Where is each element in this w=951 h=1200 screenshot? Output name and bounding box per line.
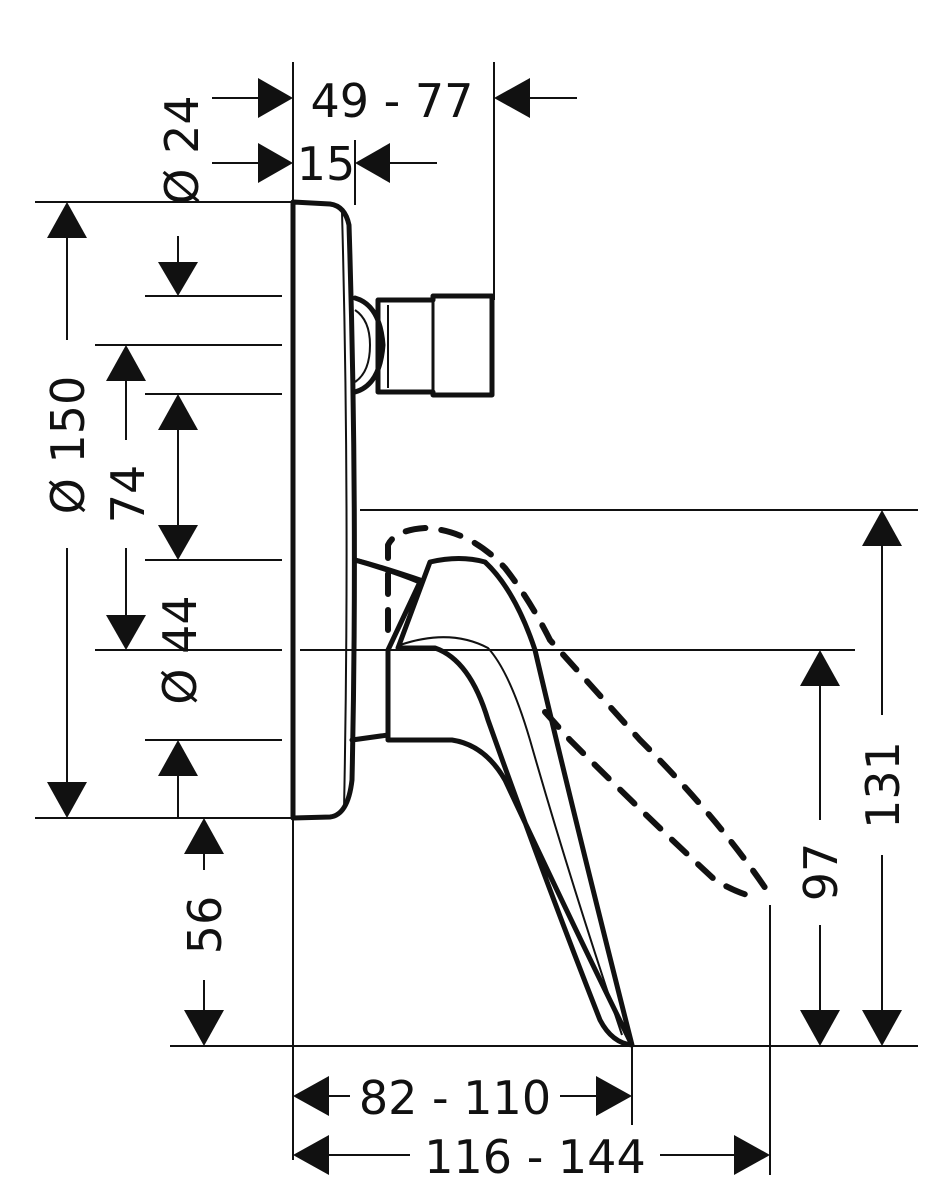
arrow-97-down bbox=[800, 1010, 840, 1046]
label-56: 56 bbox=[178, 896, 232, 955]
escutcheon-plate-inner-edge bbox=[341, 211, 348, 811]
arrow-56-down bbox=[184, 1010, 224, 1046]
label-74: 74 bbox=[101, 465, 155, 524]
arrow-74-down bbox=[106, 615, 146, 650]
mixer-outline bbox=[290, 199, 773, 1048]
arrow-15-right bbox=[355, 143, 390, 183]
diverter-knob bbox=[375, 293, 495, 398]
arrow-44-down bbox=[158, 525, 198, 560]
lever-hub bbox=[352, 557, 423, 583]
label-131: 131 bbox=[856, 741, 910, 829]
arrow-24-down bbox=[158, 262, 198, 296]
label-15: 15 bbox=[297, 137, 356, 191]
label-82-110: 82 - 110 bbox=[359, 1071, 551, 1125]
dimension-lines bbox=[47, 78, 902, 1175]
lever-dashed-position bbox=[385, 525, 773, 898]
label-diameter-24: Ø 24 bbox=[155, 95, 209, 204]
arrow-116-144-right bbox=[734, 1135, 770, 1175]
diverter-knob-neck bbox=[352, 295, 386, 395]
arrow-131-down bbox=[862, 1010, 902, 1046]
lever-body bbox=[352, 556, 635, 1048]
arrow-131-up bbox=[862, 510, 902, 546]
arrow-82-110-right bbox=[596, 1076, 632, 1116]
arrow-150-top bbox=[47, 202, 87, 238]
arrow-82-110-left bbox=[293, 1076, 329, 1116]
label-diameter-150: Ø 150 bbox=[41, 376, 95, 515]
arrow-74-up bbox=[106, 345, 146, 381]
lever-highlight bbox=[399, 636, 623, 1036]
arrow-15-left bbox=[258, 143, 293, 183]
label-49-77: 49 - 77 bbox=[311, 74, 474, 128]
arrow-150-bottom bbox=[47, 782, 87, 818]
arrow-49-77-left bbox=[258, 78, 293, 118]
arrow-lower-up bbox=[158, 740, 198, 776]
arrow-116-144-left bbox=[293, 1135, 329, 1175]
lever-dashed-position-lower bbox=[542, 709, 763, 901]
dimension-labels: 49 - 77 Ø 24 15 Ø 150 74 Ø 44 56 131 97 … bbox=[41, 74, 910, 1184]
label-97: 97 bbox=[794, 843, 848, 902]
label-diameter-44: Ø 44 bbox=[153, 595, 207, 704]
arrow-97-up bbox=[800, 650, 840, 686]
arrow-49-77-right bbox=[494, 78, 530, 118]
arrow-56-up bbox=[184, 818, 224, 854]
diverter-knob-neck-inner bbox=[354, 309, 372, 383]
arrow-44-up bbox=[158, 394, 198, 430]
label-116-144: 116 - 144 bbox=[424, 1130, 645, 1184]
escutcheon-plate bbox=[290, 199, 357, 821]
lever-hub-lower bbox=[349, 732, 391, 743]
extension-lines bbox=[35, 62, 918, 1175]
